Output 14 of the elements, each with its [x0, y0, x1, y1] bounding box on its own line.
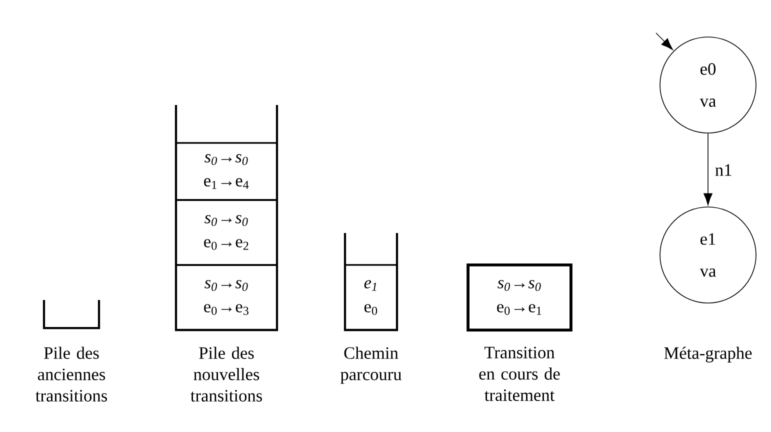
stack-cell: s$_{0}$→s$_{0}$ e$_{1}$→e$_{4}$ [175, 142, 278, 201]
caption: Méta-graphe [664, 346, 752, 362]
stack-container [42, 300, 100, 330]
node-label: Pile des nouvelles transitions [190, 346, 262, 402]
transition-box: s$_{0}$→s$_{0}$ e$_{0}$→e$_{1}$ [466, 264, 572, 332]
stack-cell: s$_{0}$→s$_{0}$ e$_{0}$→e$_{3}$ [175, 264, 278, 331]
stack-cell: e$_{1}$ e$_{0}$ [344, 264, 398, 331]
node-label: Transition en cours de traitement [479, 346, 560, 402]
arrow [656, 32, 673, 50]
node-label: Pile des anciennes transitions [36, 346, 107, 402]
node-label: Chemin parcouru [340, 346, 402, 384]
arrow [704, 133, 712, 206]
stack-cell: s$_{0}$→s$_{0}$ e$_{0}$→e$_{2}$ [175, 199, 278, 266]
edge-label: n1 [714, 162, 734, 178]
